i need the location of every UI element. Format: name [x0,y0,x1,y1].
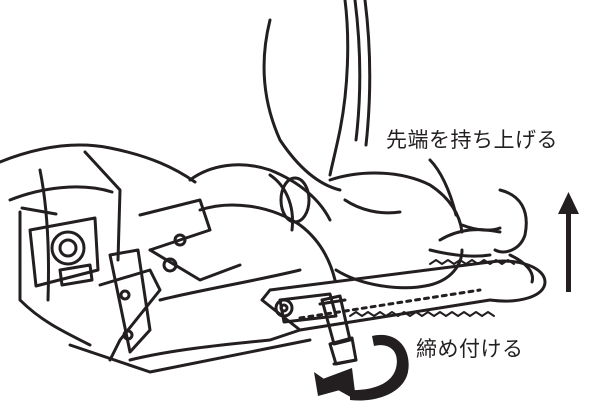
gloved-hand [328,158,535,290]
guide-bar [260,228,547,332]
arrow-up-icon [558,192,579,292]
chainsaw-body [0,143,312,374]
rotate-clockwise-icon [314,334,409,401]
tighten-label: 締め付ける [416,337,524,361]
wrench-tool [320,294,358,366]
operator-arm [188,0,372,282]
lift-tip-label: 先端を持ち上げる [386,128,558,152]
chain-teeth [349,259,515,317]
